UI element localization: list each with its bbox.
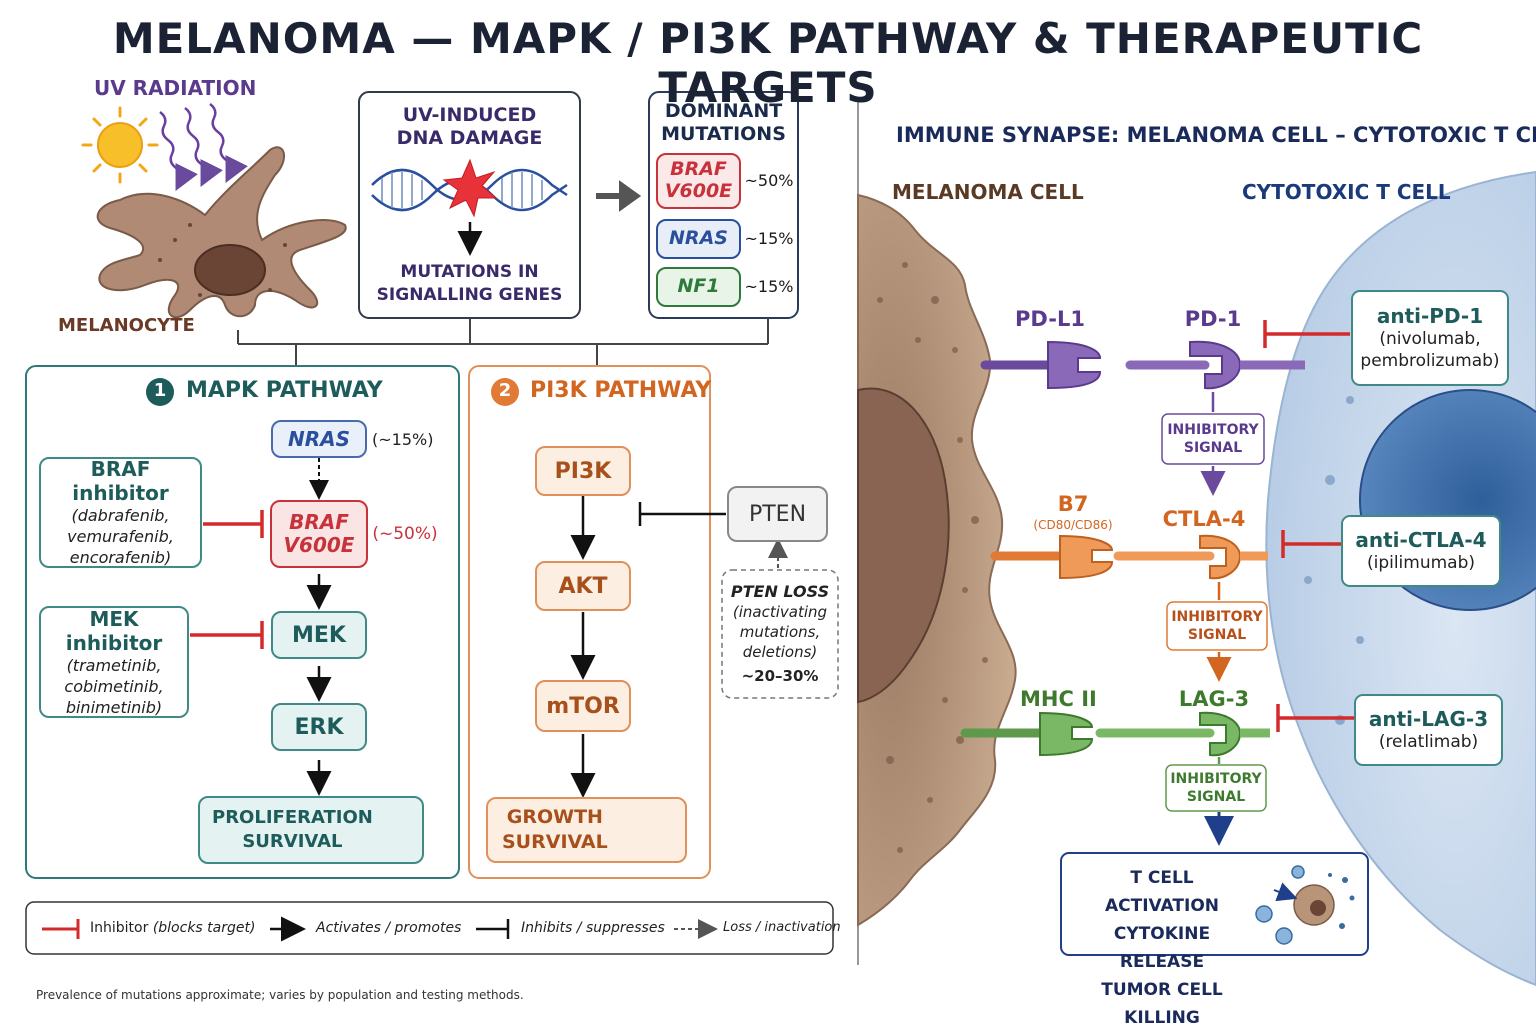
mapk-title: MAPK PATHWAY <box>186 378 383 403</box>
anti-pd1-box: anti-PD-1 (nivolumab, pembrolizumab) <box>1360 304 1500 371</box>
legend-loss: Loss / inactivation <box>723 920 841 935</box>
node-akt: AKT <box>535 561 631 611</box>
node-pten: PTEN <box>727 486 828 542</box>
pdl1-label: PD-L1 <box>1015 307 1085 331</box>
pi3k-number: 2 <box>498 380 512 401</box>
lag3-label: LAG-3 <box>1178 687 1250 711</box>
b7-ctla4-receptors <box>990 534 1268 580</box>
node-mek: MEK <box>271 611 367 659</box>
legend-inhibits: Inhibits / suppresses <box>521 920 665 936</box>
mutation-braf-pct: ~50% <box>744 171 794 190</box>
immune-synapse-title: IMMUNE SYNAPSE: MELANOMA CELL – CYTOTOXI… <box>896 123 1536 147</box>
mutation-nras-pct: ~15% <box>744 229 794 248</box>
footnote: Prevalence of mutations approximate; var… <box>36 988 524 1002</box>
connector-bracket <box>237 318 769 366</box>
legend-activates: Activates / promotes <box>316 920 462 936</box>
activation-text: T CELL ACTIVATION CYTOKINE RELEASE TUMOR… <box>1101 868 1223 1028</box>
legend-inhibitor: Inhibitor (blocks target) <box>90 920 256 936</box>
node-pi3k: PI3K <box>535 446 631 496</box>
node-nras: NRAS <box>271 420 367 458</box>
dna-helix-icon <box>371 158 568 218</box>
anti-lag3-box: anti-LAG-3 (relatlimab) <box>1368 707 1489 752</box>
b7-sub-label: (CD80/CD86) <box>1033 518 1113 532</box>
node-mtor: mTOR <box>535 680 631 732</box>
braf-pct: (~50%) <box>372 524 438 544</box>
mapk-number: 1 <box>153 380 167 401</box>
melanoma-cell-nucleus <box>857 387 950 704</box>
mutation-nf1: NF1 <box>677 275 720 297</box>
pi3k-title: PI3K PATHWAY <box>530 378 712 403</box>
melanocyte-label: MELANOCYTE <box>58 315 195 336</box>
mhc2-lag3-receptors <box>960 711 1270 757</box>
pdl1-pd1-receptors <box>980 340 1305 390</box>
pten-loss-box: PTEN LOSS (inactivating mutations, delet… <box>730 582 830 685</box>
t-cell-label: CYTOTOXIC T CELL <box>1242 180 1451 204</box>
b7-label: B7 <box>1057 492 1089 516</box>
sun-icon <box>81 106 159 184</box>
mutation-nf1-pct: ~15% <box>744 277 794 296</box>
melanocyte-icon <box>96 146 347 319</box>
pi3k-panel <box>468 365 711 879</box>
nras-pct: (~15%) <box>372 430 434 449</box>
legend-box <box>25 901 834 955</box>
tumor-killing-icon <box>1255 865 1355 945</box>
anti-ctla4-box: anti-CTLA-4 (ipilimumab) <box>1355 528 1487 573</box>
uv-rays-icon <box>159 103 248 191</box>
melanoma-cell-label: MELANOMA CELL <box>892 180 1084 204</box>
braf-inhibitor-box: BRAF inhibitor (dabrafenib, vemurafenib,… <box>39 457 202 568</box>
pd1-label: PD-1 <box>1184 307 1242 331</box>
node-erk: ERK <box>271 703 367 751</box>
mek-inhibitor-box: MEK inhibitor (trametinib, cobimetinib, … <box>39 606 189 718</box>
mhc2-label: MHC II <box>1020 687 1097 711</box>
ctla4-label: CTLA-4 <box>1162 507 1246 531</box>
mutation-nras: NRAS <box>669 227 728 249</box>
page-title: MELANOMA — MAPK / PI3K PATHWAY & THERAPE… <box>112 14 1424 112</box>
activation-box <box>1060 852 1369 956</box>
uv-radiation-label: UV RADIATION <box>94 76 257 100</box>
